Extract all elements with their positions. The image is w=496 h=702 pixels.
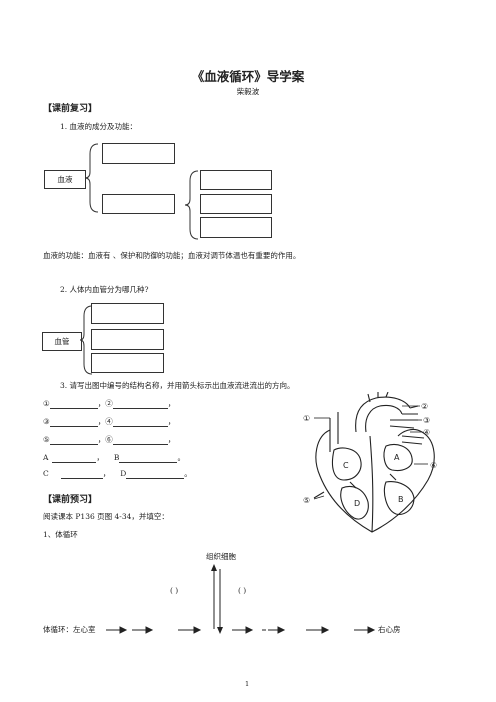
answer-blank[interactable] — [119, 454, 178, 463]
answer-blank[interactable] — [49, 400, 98, 409]
separator: ， — [167, 399, 176, 408]
circulation-start: 体循环：左心室 — [43, 625, 96, 634]
blood-label: 血液 — [57, 175, 73, 184]
blank-row-5: C ， D 。 — [43, 468, 192, 479]
answer-blank[interactable] — [49, 418, 98, 427]
blood-component-box-2[interactable] — [102, 194, 175, 214]
answer-blank[interactable] — [126, 470, 185, 479]
preview-instruction: 阅读课本 P136 页图 4-34，并填空： — [43, 512, 169, 521]
heart-label-2: ② — [421, 402, 428, 411]
heart-label-5: ⑤ — [303, 496, 310, 505]
brace-vessel — [79, 305, 93, 375]
item-systemic-circulation: 1、体循环 — [43, 530, 78, 539]
vessel-box-2[interactable] — [91, 329, 164, 350]
heart-label-1: ① — [303, 414, 310, 423]
blood-cell-box-3[interactable] — [200, 217, 272, 238]
blank-row-2: ③，④， — [43, 416, 175, 427]
blood-cell-box-1[interactable] — [200, 170, 272, 190]
blank-label: ⑤ — [43, 435, 50, 444]
vessel-box-3[interactable] — [91, 353, 164, 373]
blank-label: C — [43, 469, 49, 478]
separator: 。 — [177, 453, 185, 462]
arrow-head — [145, 626, 154, 634]
circulation-end: 右心房 — [378, 625, 401, 634]
separator: ， — [167, 435, 176, 444]
blood-label-box: 血液 — [44, 170, 86, 189]
blank-label: ③ — [43, 417, 50, 426]
blank-row-1: ①，②， — [43, 398, 175, 409]
separator: ， — [167, 417, 176, 426]
separator: ， — [97, 435, 106, 444]
heart-label-D: D — [354, 499, 360, 508]
circulation-arrows — [106, 626, 376, 634]
heart-label-A: A — [394, 453, 400, 462]
separator: ， — [97, 399, 106, 408]
heart-label-3: ③ — [423, 416, 430, 425]
heart-label-6: ⑥ — [430, 461, 437, 470]
vessel-label: 血管 — [54, 337, 70, 346]
blank-label: ⑥ — [105, 435, 113, 444]
page-number: 1 — [245, 680, 250, 688]
author: 柴毅波 — [236, 87, 260, 96]
answer-blank[interactable] — [112, 436, 168, 445]
blank-label: D — [120, 469, 127, 478]
heart-diagram: ① ② ③ ④ ⑥ ⑤ C A D B — [303, 392, 437, 533]
vessel-label-box: 血管 — [42, 332, 82, 351]
exchange-arrows — [211, 564, 223, 634]
heart-label-C: C — [343, 461, 349, 470]
separator: 。 — [184, 469, 192, 478]
blood-cell-box-2[interactable] — [200, 194, 272, 214]
brace-blood — [84, 143, 99, 213]
question-2: 2. 人体内血管分为哪几种? — [60, 285, 149, 294]
blank-row-3: ⑤，⑥， — [43, 434, 175, 445]
page-title: 《血液循环》导学案 — [191, 69, 305, 84]
section-review-heading: 【课前复习】 — [43, 104, 98, 114]
blank-label: ② — [105, 399, 113, 408]
separator: ， — [96, 453, 104, 462]
question-1: 1. 血液的成分及功能： — [60, 122, 138, 131]
answer-blank[interactable] — [49, 436, 98, 445]
section-preview-heading: 【课前预习】 — [43, 495, 98, 505]
blood-component-box-1[interactable] — [102, 143, 175, 164]
brace-cells — [184, 170, 199, 240]
paren-blank-left[interactable]: ( ) — [170, 586, 179, 595]
tissue-cells-label: 组织细胞 — [206, 552, 236, 561]
answer-blank[interactable] — [52, 454, 97, 463]
vessel-box-1[interactable] — [91, 303, 164, 324]
separator: ， — [102, 469, 111, 478]
blank-label: A — [43, 453, 49, 462]
heart-label-4: ④ — [423, 428, 430, 437]
blank-row-4: A ， B 。 — [43, 452, 185, 463]
separator: ， — [97, 417, 106, 426]
blank-label: ④ — [105, 417, 113, 426]
answer-blank[interactable] — [60, 470, 103, 479]
paren-blank-right[interactable]: ( ) — [238, 586, 247, 595]
blank-label: ① — [43, 399, 50, 408]
blood-function-line: 血液的功能：血液有 、保护和防御的功能；血液对调节体温也有重要的作用。 — [43, 251, 301, 260]
heart-label-B: B — [398, 495, 404, 504]
answer-blank[interactable] — [112, 400, 168, 409]
question-3: 3. 请写出图中编号的结构名称，并用箭头标示出血液流进流出的方向。 — [60, 381, 295, 390]
blank-label: B — [113, 453, 120, 462]
answer-blank[interactable] — [112, 418, 168, 427]
